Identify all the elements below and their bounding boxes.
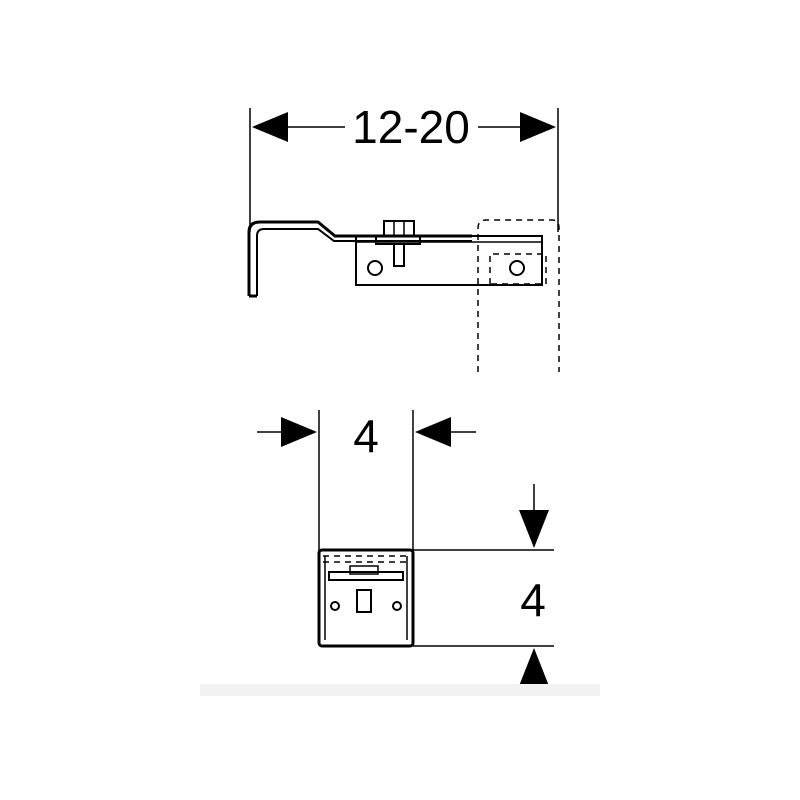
mounting-hole-right — [509, 260, 525, 276]
adjacent-frame-dashed — [477, 219, 560, 372]
frame-outline-inner — [489, 253, 547, 285]
arrowhead-front-left — [281, 417, 317, 447]
arrowhead-right — [520, 112, 556, 142]
front-plate-outline — [317, 548, 415, 648]
bottom-shadow-band — [200, 684, 600, 696]
bracket-bar-inner — [256, 228, 472, 296]
frame-outline-outer — [477, 219, 560, 372]
front-hole-right — [392, 601, 402, 611]
front-nut — [349, 565, 379, 575]
dimension-width-range: 12-20 — [249, 101, 559, 232]
mounting-plate — [355, 235, 543, 286]
arrowhead-front-right — [415, 417, 451, 447]
arrowhead-left — [252, 112, 288, 142]
dimension-label-front-height: 4 — [520, 574, 546, 626]
dimension-label-front-width: 4 — [353, 410, 379, 462]
bracket-front-view — [317, 548, 415, 648]
dimension-label-width-range: 12-20 — [352, 101, 470, 153]
mounting-hole-left — [367, 260, 383, 276]
front-hole-left — [330, 601, 340, 611]
dimension-front-width: 4 — [257, 410, 476, 552]
bracket-bar-outer — [247, 220, 472, 296]
dimension-front-height: 4 — [413, 484, 554, 695]
bolt-head — [383, 220, 415, 237]
front-bar-section — [328, 571, 404, 581]
bracket-side-view — [247, 220, 543, 298]
front-bolt-shank — [356, 589, 372, 613]
arrowhead-front-bottom — [519, 648, 549, 686]
bolt-shank — [393, 243, 405, 267]
arrowhead-front-top — [519, 510, 549, 548]
